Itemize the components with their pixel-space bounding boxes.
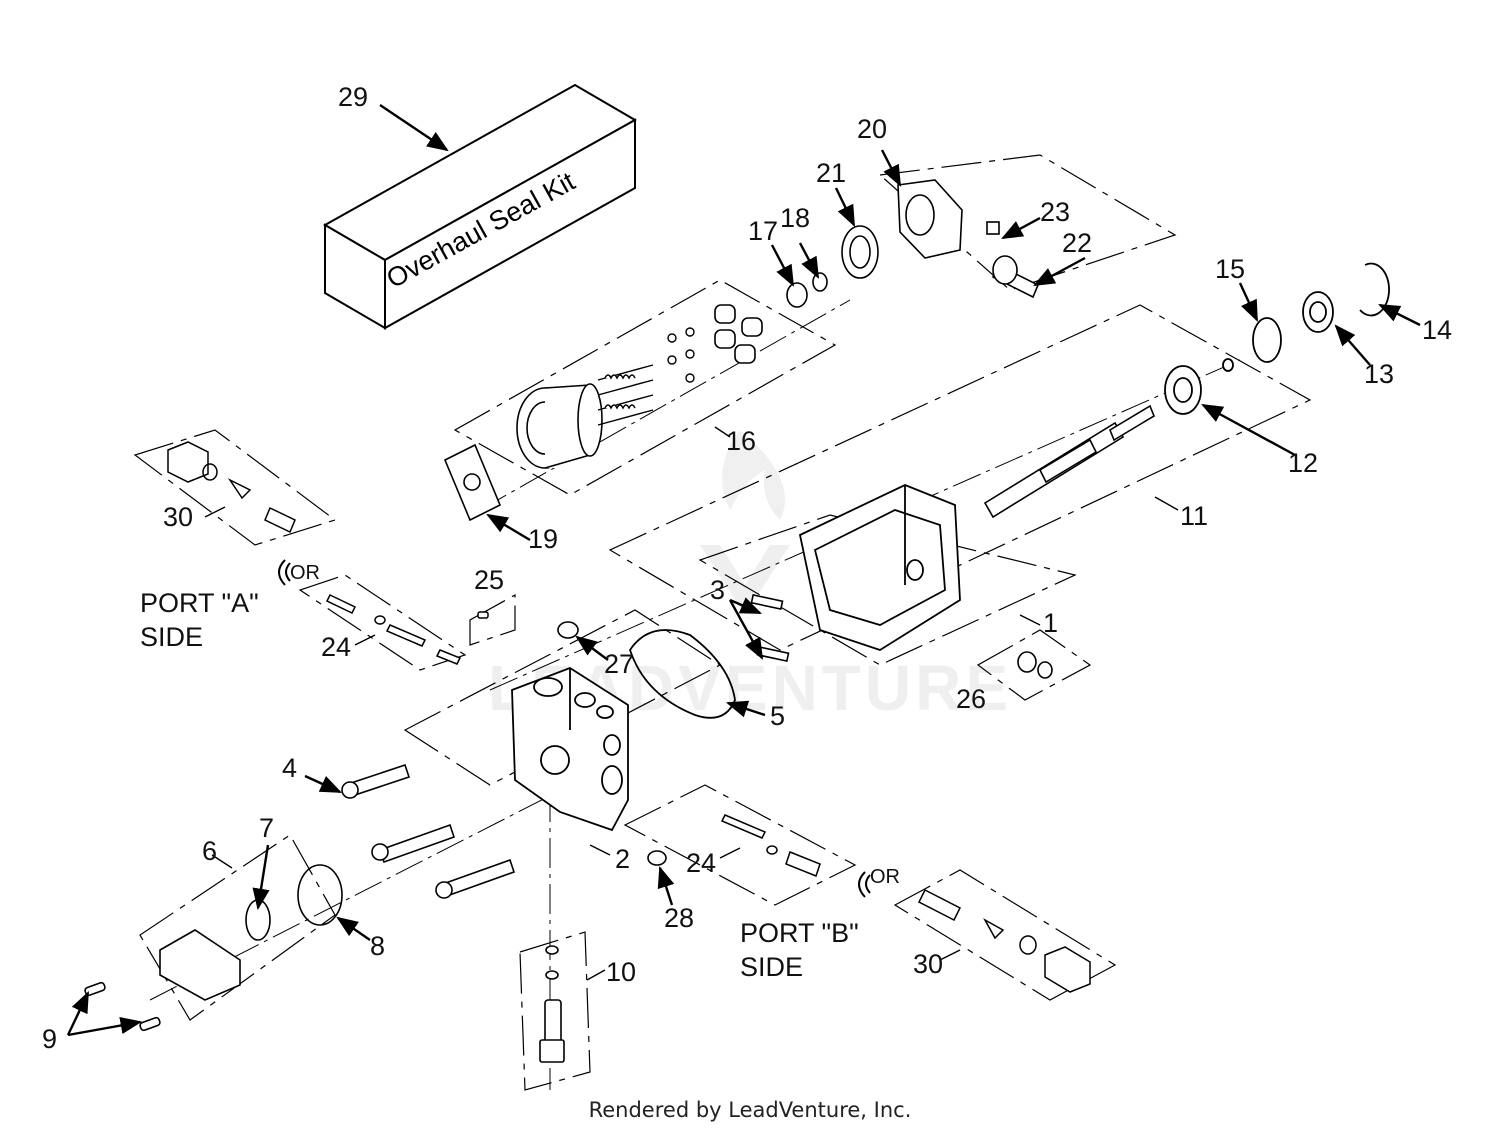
callout-28: 28: [664, 903, 695, 933]
port-plate-19: [443, 443, 502, 522]
washer-26: [1017, 651, 1053, 679]
group-26-outline: [976, 629, 1092, 701]
callout-20: 20: [857, 114, 888, 144]
charge-relief-30a: [167, 441, 296, 534]
port-b-or-label: OR: [870, 866, 900, 888]
group-24b-outline: [623, 784, 857, 906]
callout-1: 1: [1043, 608, 1059, 638]
footer-credit: Rendered by LeadVenture, Inc.: [588, 1098, 912, 1122]
relief-valve-24a: [325, 594, 462, 665]
callout-6: 6: [202, 836, 218, 866]
center-section-2: [511, 666, 629, 832]
callout-7: 7: [259, 813, 275, 843]
bolts-4: [341, 763, 516, 899]
port-a-side-label: PORT "A" SIDE: [140, 587, 259, 655]
callout-30a: 30: [163, 502, 194, 532]
port-b-side-label: PORT "B" SIDE: [740, 917, 859, 985]
port-b-line2: SIDE: [740, 951, 804, 982]
callout-15: 15: [1215, 254, 1246, 284]
or-curved-arrow-a: [278, 559, 291, 586]
group-30b-outline: [893, 869, 1117, 1001]
callout-12: 12: [1288, 448, 1319, 478]
trunnion-arm-22-23: [986, 221, 1040, 299]
callout-3: 3: [710, 575, 726, 605]
cover-assembly-6: [84, 864, 343, 1032]
port-a-or-label: OR: [290, 562, 320, 584]
callout-26: 26: [956, 684, 987, 714]
callout-24b: 24: [686, 848, 717, 878]
group-20-outline: [878, 154, 1177, 291]
pump-cylinder-block-assembly: [516, 304, 763, 469]
group-11-outline: [608, 304, 1312, 651]
orifice-25: [477, 611, 489, 619]
callout-23: 23: [1040, 197, 1071, 227]
callout-9: 9: [42, 1024, 58, 1054]
overhaul-seal-kit-box: Overhaul Seal Kit: [322, 83, 638, 330]
callout-17: 17: [748, 216, 779, 246]
plugs-27-28: [557, 621, 667, 866]
group-16-outline: [453, 279, 837, 496]
bearings-rings: [1164, 262, 1390, 415]
callout-14: 14: [1422, 315, 1453, 345]
callout-10: 10: [606, 957, 637, 987]
callout-leader-lines: [204, 426, 1179, 981]
gasket-5: [629, 629, 736, 719]
input-shaft-11: [983, 404, 1155, 519]
group-6-outline: [139, 834, 336, 1021]
group-25-outline: [469, 593, 516, 646]
group-24a-outline: [298, 574, 467, 671]
relief-valve-24b: [720, 814, 821, 877]
callout-25: 25: [474, 565, 505, 595]
main-housing-1: [798, 484, 961, 651]
bypass-valve-10: [539, 945, 565, 1063]
callout-5: 5: [770, 701, 786, 731]
shaft-seal-components: [786, 179, 963, 308]
callout-2: 2: [615, 844, 631, 874]
callout-4: 4: [282, 753, 298, 783]
callout-16: 16: [726, 426, 757, 456]
callout-leader-arrows: [66, 104, 1421, 1037]
group-10-outline: [519, 931, 591, 1091]
callout-8: 8: [370, 931, 386, 961]
or-curved-arrow-b: [858, 871, 871, 898]
callout-27: 27: [604, 649, 635, 679]
callout-11: 11: [1180, 501, 1209, 531]
callout-30b: 30: [913, 949, 944, 979]
port-a-line1: PORT "A": [140, 588, 259, 618]
charge-relief-30b: [917, 888, 1091, 993]
callout-21: 21: [816, 158, 847, 188]
callout-22: 22: [1062, 228, 1093, 258]
port-b-line1: PORT "B": [740, 918, 859, 948]
callout-24a: 24: [321, 632, 352, 662]
callout-29: 29: [338, 82, 369, 112]
callout-13: 13: [1364, 359, 1395, 389]
callout-18: 18: [780, 203, 811, 233]
callout-19: 19: [528, 524, 559, 554]
group-1-outline: [698, 514, 1077, 666]
assembly-group-outlines: [133, 154, 1312, 1091]
port-a-line2: SIDE: [140, 621, 204, 652]
